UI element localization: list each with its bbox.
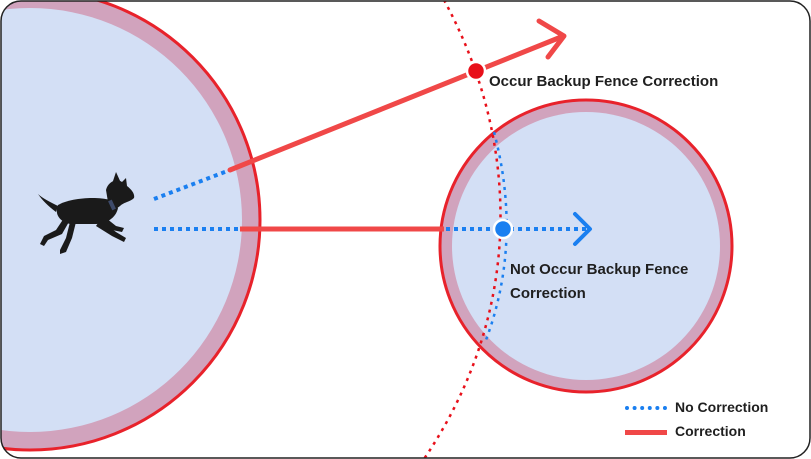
right-fence-circle [438,98,734,394]
legend-item-no-correction: No Correction [625,396,795,420]
legend-swatch-dotted [625,406,667,410]
dog-collar [108,199,116,211]
dog-icon [38,172,135,254]
lower-arrow-head [573,212,592,246]
upper-correction-segment [227,34,564,173]
not-occur-label-line1: Not Occur Backup Fence [510,261,689,278]
not-occur-label: Not Occur Backup Fence Correction [510,258,688,306]
occur-label: Occur Backup Fence Correction [489,73,719,90]
upper-arrow-head [536,18,567,60]
backup-fence-arc [422,1,502,458]
legend-item-correction: Correction [625,420,795,444]
not-occur-marker [492,218,514,240]
left-fence-circle [1,1,262,452]
occur-marker [465,60,487,82]
legend-swatch-solid [625,430,667,435]
upper-no-correction-segment [153,168,231,201]
legend: No Correction Correction [625,396,795,444]
legend-label-no-correction: No Correction [675,399,769,415]
legend-label-correction: Correction [675,423,746,439]
not-occur-label-line2: Correction [510,285,586,302]
